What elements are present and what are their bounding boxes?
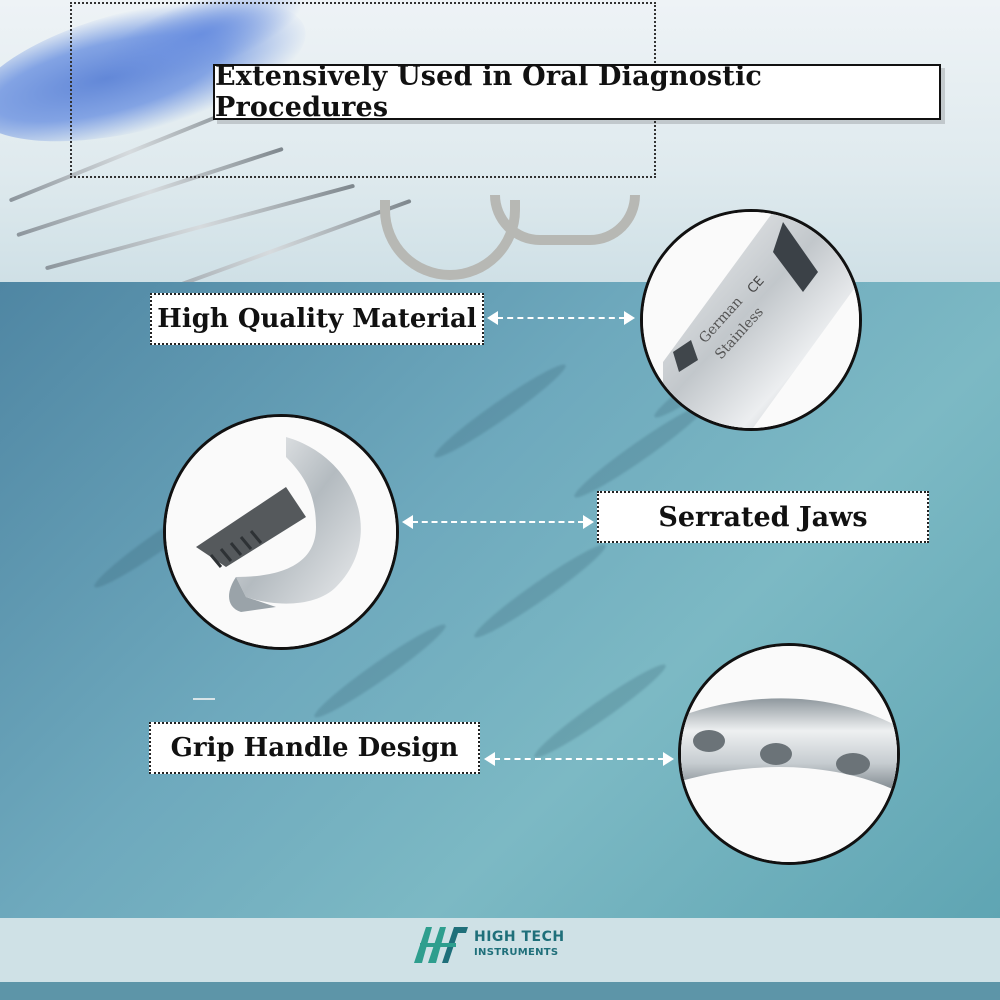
double-arrow-icon bbox=[402, 515, 594, 529]
feature-label-material: High Quality Material bbox=[150, 293, 484, 345]
footer-bottom-band bbox=[0, 982, 1000, 1000]
forceps-jaw-closeup bbox=[163, 414, 399, 650]
hero-photo bbox=[0, 0, 1000, 282]
double-arrow-icon bbox=[484, 752, 674, 766]
background-streak bbox=[469, 537, 611, 645]
instrument-image bbox=[128, 198, 412, 282]
background-streak bbox=[569, 397, 711, 505]
double-arrow-icon bbox=[487, 311, 635, 325]
page-title: Extensively Used in Oral Diagnostic Proc… bbox=[213, 61, 941, 123]
instrument-image bbox=[44, 183, 356, 271]
background-streak bbox=[429, 357, 571, 465]
feature-label-jaws: Serrated Jaws bbox=[597, 491, 929, 543]
feature-label-handle: Grip Handle Design bbox=[149, 722, 480, 774]
ht-logo-icon bbox=[414, 927, 468, 963]
forceps-hinge-closeup: German Stainless CE bbox=[640, 209, 862, 431]
background-streak bbox=[529, 657, 671, 765]
handle-holes-closeup bbox=[678, 643, 900, 865]
decorative-dash bbox=[193, 698, 215, 700]
brand-name: HIGH TECH bbox=[474, 929, 565, 945]
brand-subname: INSTRUMENTS bbox=[474, 947, 559, 958]
